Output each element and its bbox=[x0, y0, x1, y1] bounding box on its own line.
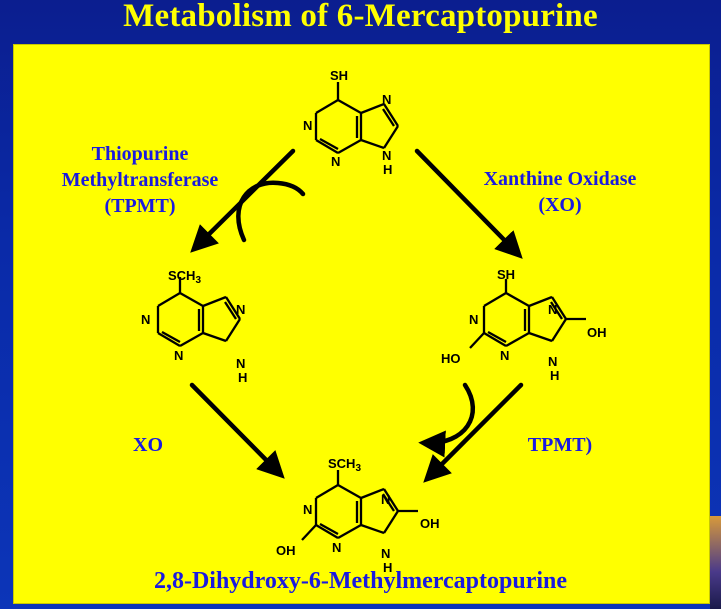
svg-text:N: N bbox=[141, 312, 150, 327]
svg-text:N: N bbox=[236, 302, 245, 317]
svg-text:N: N bbox=[548, 354, 557, 369]
svg-text:SCH3: SCH3 bbox=[328, 456, 361, 474]
svg-text:OH: OH bbox=[587, 325, 607, 340]
svg-text:N: N bbox=[381, 492, 390, 507]
reaction-arrows bbox=[189, 148, 524, 483]
svg-text:N: N bbox=[303, 502, 312, 517]
tpmt-line2: Methyltransferase bbox=[61, 169, 219, 191]
tpmt-label: Thiopurine Methyltransferase (TPMT) bbox=[40, 141, 240, 219]
svg-text:N: N bbox=[548, 302, 557, 317]
molecule-6mp: SH N N N N H bbox=[303, 68, 399, 177]
svg-text:H: H bbox=[238, 370, 247, 385]
svg-text:SH: SH bbox=[330, 68, 348, 83]
svg-text:H: H bbox=[550, 368, 559, 383]
svg-text:H: H bbox=[383, 162, 392, 177]
curved-arrow-right bbox=[418, 382, 476, 458]
molecule-6mmp: SCH3 N N N N H bbox=[141, 268, 247, 385]
xo-line2: (XO) bbox=[538, 194, 582, 216]
svg-text:OH: OH bbox=[276, 543, 296, 558]
svg-text:SCH3: SCH3 bbox=[168, 268, 201, 286]
molecule-final: SCH3 N N N N H OH OH bbox=[276, 456, 440, 575]
svg-text:N: N bbox=[174, 348, 183, 363]
svg-text:N: N bbox=[331, 154, 340, 169]
tpmt-line1: Thiopurine bbox=[91, 143, 189, 165]
svg-text:N: N bbox=[381, 546, 390, 561]
svg-text:N: N bbox=[303, 118, 312, 133]
arrow-6mmp-to-final bbox=[189, 382, 285, 479]
tpmt-line3: (TPMT) bbox=[104, 195, 176, 217]
svg-text:OH: OH bbox=[420, 516, 440, 531]
molecule-thiouric: SH N N N N H HO OH bbox=[441, 267, 607, 383]
svg-text:HO: HO bbox=[441, 351, 461, 366]
svg-text:N: N bbox=[469, 312, 478, 327]
svg-text:N: N bbox=[382, 92, 391, 107]
svg-text:N: N bbox=[332, 540, 341, 555]
arrow-thiouric-to-final bbox=[423, 382, 524, 483]
slide-title: Metabolism of 6-Mercaptopurine bbox=[123, 0, 598, 34]
svg-text:N: N bbox=[500, 348, 509, 363]
svg-text:SH: SH bbox=[497, 267, 515, 282]
xo-label: Xanthine Oxidase (XO) bbox=[455, 166, 665, 218]
xo-line1: Xanthine Oxidase bbox=[483, 168, 637, 190]
curved-arrow-left bbox=[236, 180, 306, 243]
corner-photo bbox=[710, 516, 721, 609]
tpmt-lower-label: TPMT) bbox=[527, 434, 593, 456]
final-product-label: 2,8-Dihydroxy-6-Methylmercaptopurine bbox=[153, 568, 568, 594]
svg-text:N: N bbox=[382, 148, 391, 163]
arrow-to-thiouric bbox=[414, 148, 523, 259]
svg-text:H: H bbox=[383, 560, 392, 575]
xo-lower-label: XO bbox=[133, 434, 163, 456]
svg-text:N: N bbox=[236, 356, 245, 371]
